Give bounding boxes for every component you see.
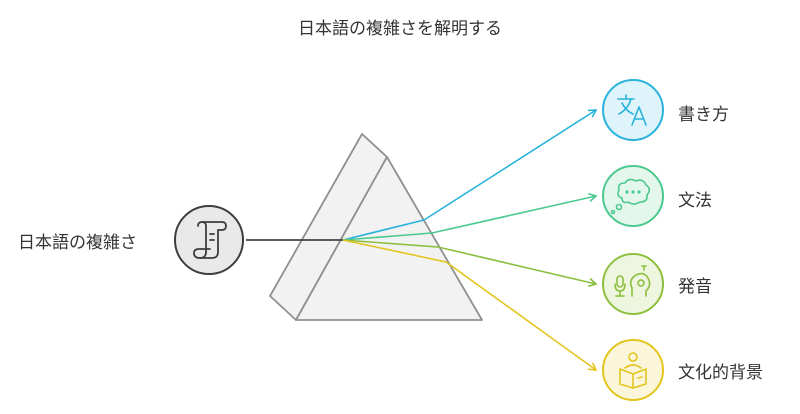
inner-beam-pronunciation bbox=[342, 239, 439, 248]
input-label: 日本語の複雑さ bbox=[18, 233, 137, 253]
output-node-pronunciation bbox=[602, 253, 664, 315]
output-beam-grammar bbox=[431, 192, 598, 234]
output-beam-culture bbox=[445, 261, 598, 371]
output-label-grammar: 文法 bbox=[678, 191, 712, 211]
inner-beam-writing bbox=[342, 219, 425, 241]
speech-bubble-icon bbox=[610, 178, 651, 215]
scroll-icon bbox=[193, 221, 227, 259]
output-node-writing bbox=[602, 79, 664, 141]
output-beam-writing bbox=[423, 109, 598, 221]
microphone-icon bbox=[614, 265, 651, 297]
output-label-writing: 書き方 bbox=[678, 105, 729, 125]
reading-person-icon bbox=[619, 352, 647, 389]
inner-beam-grammar bbox=[342, 232, 433, 241]
input-node bbox=[174, 205, 244, 275]
output-label-culture: 文化的背景 bbox=[678, 363, 763, 383]
translate-icon bbox=[617, 94, 647, 126]
diagram-title: 日本語の複雑さを解明する bbox=[298, 19, 502, 39]
inner-beam-culture bbox=[342, 239, 447, 263]
prism bbox=[269, 133, 483, 321]
output-label-pronunciation: 発音 bbox=[678, 277, 712, 297]
output-node-culture bbox=[602, 339, 664, 401]
output-beam-pronunciation bbox=[437, 246, 598, 288]
output-node-grammar bbox=[602, 165, 664, 227]
